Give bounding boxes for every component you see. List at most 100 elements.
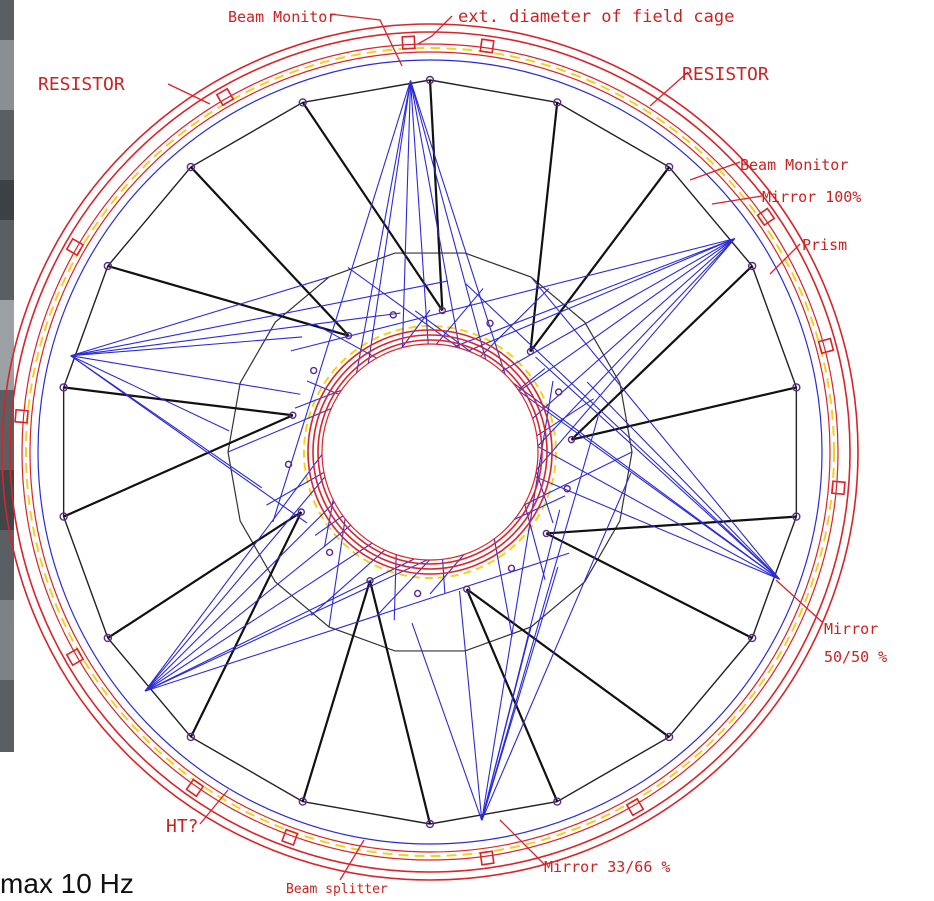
- label-leader-4: [689, 161, 741, 181]
- laser-beam-3-5: [530, 276, 780, 580]
- inner-marker-11: [325, 548, 334, 557]
- laser-beam-5-6: [458, 590, 483, 821]
- label-leader-5: [711, 195, 763, 205]
- laser-beam-5-2: [481, 472, 632, 821]
- inner-marker-4: [567, 435, 576, 444]
- vertex-marker-3: [747, 261, 757, 271]
- vertex-marker-10: [298, 797, 307, 806]
- vertex-marker-17: [298, 98, 307, 107]
- outer-ring-1: [9, 31, 851, 873]
- ring-component-7: [281, 828, 299, 846]
- label-leader-0: [329, 13, 403, 67]
- spoke-17: [301, 101, 444, 312]
- spoke-7: [466, 588, 670, 738]
- laser-beam-4-5: [144, 451, 633, 692]
- inner-marker-10: [366, 576, 374, 585]
- laser-beam-2-3: [70, 355, 301, 395]
- vertex-marker-8: [553, 797, 562, 806]
- vertex-marker-15: [103, 261, 113, 271]
- vertex-marker-9: [425, 819, 435, 829]
- inner-ring-1: [312, 334, 548, 570]
- photo-strip: [0, 0, 14, 752]
- laser-beam-2-4: [70, 336, 303, 357]
- label-mirror-100: Mirror 100%: [762, 188, 861, 206]
- inner-marker-5: [563, 485, 571, 493]
- laser-beam-1-5: [227, 238, 735, 453]
- ring-component-0: [401, 35, 416, 50]
- inner-marker-2: [526, 347, 535, 356]
- vertex-marker-5: [792, 512, 801, 521]
- spoke-14: [63, 386, 293, 417]
- vertex-marker-6: [747, 633, 757, 643]
- label-leader-8: [499, 819, 545, 865]
- dashed-ring-inner: [303, 325, 557, 579]
- label-leader-1: [417, 15, 453, 45]
- vertex-marker-0: [425, 75, 435, 85]
- label-leader-9: [199, 789, 229, 825]
- labels: Beam Monitor ext. diameter of field cage…: [38, 7, 887, 897]
- laser-beam-4-7: [144, 552, 570, 692]
- spoke-10: [301, 580, 372, 802]
- spoke-16: [190, 166, 350, 337]
- vertex-marker-13: [59, 512, 68, 521]
- vertex-marker-11: [186, 732, 196, 742]
- vertex-marker-7: [664, 732, 674, 742]
- inner-marker-14: [289, 411, 297, 419]
- label-beam-monitor-right: Beam Monitor: [740, 156, 848, 174]
- ring-component-6: [479, 850, 495, 866]
- outer-ring-0: [1, 23, 859, 881]
- label-ext-diameter: ext. diameter of field cage: [458, 7, 734, 27]
- laser-beam-5-1: [481, 416, 599, 821]
- inner-marker-6: [542, 529, 551, 538]
- inner-marker-15: [309, 366, 318, 375]
- inner-marker-1: [486, 319, 494, 328]
- inner-marker-8: [463, 585, 471, 593]
- spoke-3: [570, 265, 753, 441]
- inner-bore: [321, 343, 539, 561]
- spoke-12: [107, 511, 302, 639]
- label-beam-splitter: Beam splitter: [286, 882, 388, 897]
- ring-component-12: [215, 87, 235, 107]
- inner-ring-0: [307, 329, 553, 575]
- laser-beam-2-5: [70, 276, 330, 357]
- label-leader-7: [775, 579, 823, 623]
- outer-rings: [1, 23, 859, 881]
- label-mirror-5050-line1: Mirror: [824, 620, 878, 638]
- vertex-marker-1: [553, 98, 562, 107]
- laser-beam-5-4: [481, 566, 559, 821]
- label-leader-2: [167, 83, 211, 105]
- inner-cylinder: [307, 329, 553, 575]
- label-leader-10: [339, 839, 365, 881]
- inner-marker-0: [438, 306, 447, 315]
- ring-component-2: [756, 207, 776, 227]
- spoke-lines: [62, 79, 798, 825]
- spoke-0: [428, 79, 444, 311]
- outer-ring-2: [21, 43, 839, 861]
- ring-component-10: [14, 408, 29, 424]
- label-resistor-right: RESISTOR: [682, 64, 769, 85]
- laser-beam-0-7: [272, 80, 412, 523]
- label-beam-monitor-top: Beam Monitor: [228, 8, 336, 26]
- ring-component-3: [817, 337, 835, 355]
- vertex-marker-2: [664, 162, 674, 172]
- inner-marker-7: [507, 564, 516, 573]
- vertex-marker-4: [792, 383, 801, 392]
- laser-beam-5-0: [481, 380, 554, 821]
- laser-beam-5-7: [411, 622, 483, 821]
- ring-component-9: [65, 647, 85, 667]
- vertex-marker-12: [103, 633, 113, 643]
- laser-beam-2-7: [70, 280, 449, 357]
- laser-beam-1-7: [290, 238, 735, 352]
- footer-rate-text: max 10 Hz: [0, 868, 134, 899]
- dashed-rings: [25, 47, 835, 857]
- label-mirror-3366: Mirror 33/66 %: [544, 858, 670, 876]
- ring-component-4: [831, 480, 846, 496]
- mirror-markers: [14, 35, 846, 866]
- spoke-9: [368, 580, 432, 825]
- laser-beam-3-7: [586, 381, 780, 580]
- label-leader-6: [769, 243, 801, 275]
- ring-component-1: [479, 38, 495, 54]
- vertex-marker-14: [59, 383, 68, 392]
